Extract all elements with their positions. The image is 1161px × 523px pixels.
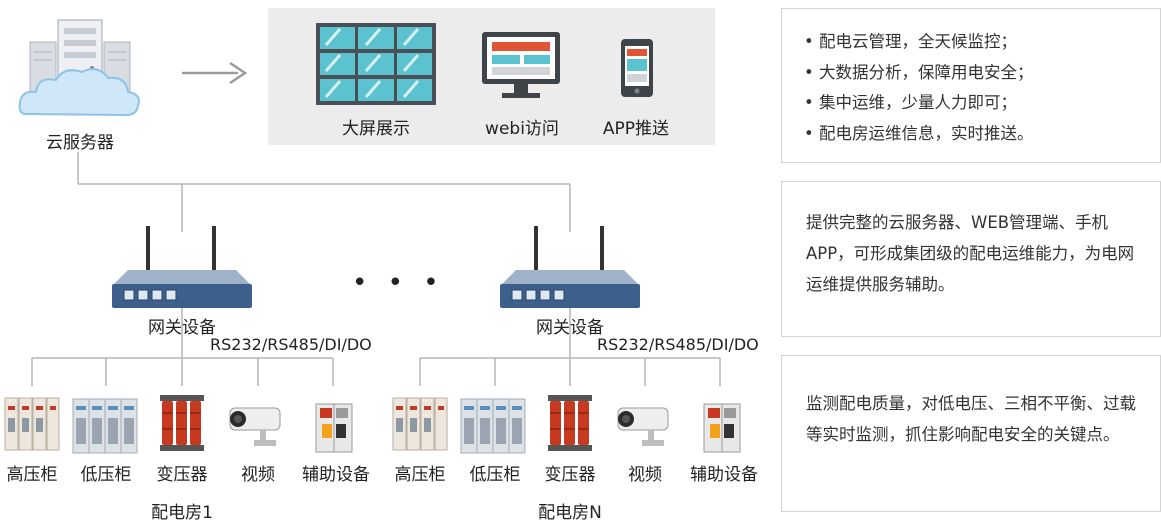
high-voltage-cabinet-icon — [392, 394, 448, 456]
desktop-monitor-icon — [480, 30, 562, 106]
gateway-icon — [496, 222, 644, 314]
feature-item: • 配电云管理，全天候监控； — [804, 32, 1017, 51]
feature-item: • 配电房运维信息，实时推送。 — [804, 123, 1034, 143]
device-label: 视频 — [241, 465, 275, 485]
gateway-icon — [108, 222, 256, 314]
device-label: 辅助设备 — [302, 465, 370, 485]
video-wall-label: 大屏展示 — [342, 119, 410, 139]
video-wall-icon — [316, 23, 436, 109]
gateway-1-protocol: RS232/RS485/DI/DO — [210, 335, 372, 354]
high-voltage-cabinet-icon — [4, 394, 60, 456]
device-label: 视频 — [628, 465, 662, 485]
platform-panel: 提供完整的云服务器、WEB管理端、手机APP，可形成集团级的配电运维能力，为电网… — [781, 181, 1161, 337]
app-push-label: APP推送 — [602, 119, 670, 139]
device-label: 低压柜 — [80, 465, 132, 485]
device-label: 低压柜 — [469, 465, 521, 485]
breaker-icon — [702, 402, 742, 458]
web-access-label: webi访问 — [485, 119, 559, 139]
device-label: 高压柜 — [6, 465, 58, 485]
ellipsis: • • • — [352, 268, 445, 298]
device-label: 变压器 — [544, 465, 596, 485]
feature-item: • 集中运维，少量人力即可； — [804, 93, 1017, 112]
cloud-server-label: 云服务器 — [46, 133, 114, 153]
arrow-right-icon — [182, 61, 248, 85]
room-1-label: 配电房1 — [151, 503, 213, 523]
transformer-icon — [546, 393, 594, 457]
platform-text: 提供完整的云服务器、WEB管理端、手机APP，可形成集团级的配电运维能力，为电网… — [806, 213, 1135, 294]
gateway-n-label: 网关设备 — [536, 318, 604, 338]
low-voltage-cabinet-icon — [72, 398, 138, 458]
monitoring-panel: 监测配电质量，对低电压、三相不平衡、过载等实时监测，抓住影响配电安全的关键点。 — [781, 355, 1161, 512]
device-label: 高压柜 — [394, 465, 446, 485]
device-label: 变压器 — [156, 465, 208, 485]
gateway-1-label: 网关设备 — [148, 318, 216, 338]
camera-icon — [614, 402, 674, 454]
device-label: 辅助设备 — [690, 465, 758, 485]
room-n-label: 配电房N — [538, 503, 602, 523]
cloud-server-icon — [18, 18, 142, 126]
smartphone-icon — [620, 38, 654, 102]
features-panel: • 配电云管理，全天候监控； • 大数据分析，保障用电安全； • 集中运维，少量… — [781, 8, 1161, 163]
low-voltage-cabinet-icon — [460, 398, 526, 458]
breaker-icon — [314, 402, 354, 458]
monitoring-text: 监测配电质量，对低电压、三相不平衡、过载等实时监测，抓住影响配电安全的关键点。 — [806, 394, 1136, 444]
transformer-icon — [158, 393, 206, 457]
gateway-n-protocol: RS232/RS485/DI/DO — [597, 335, 759, 354]
camera-icon — [226, 402, 286, 454]
feature-item: • 大数据分析，保障用电安全； — [804, 62, 1034, 82]
